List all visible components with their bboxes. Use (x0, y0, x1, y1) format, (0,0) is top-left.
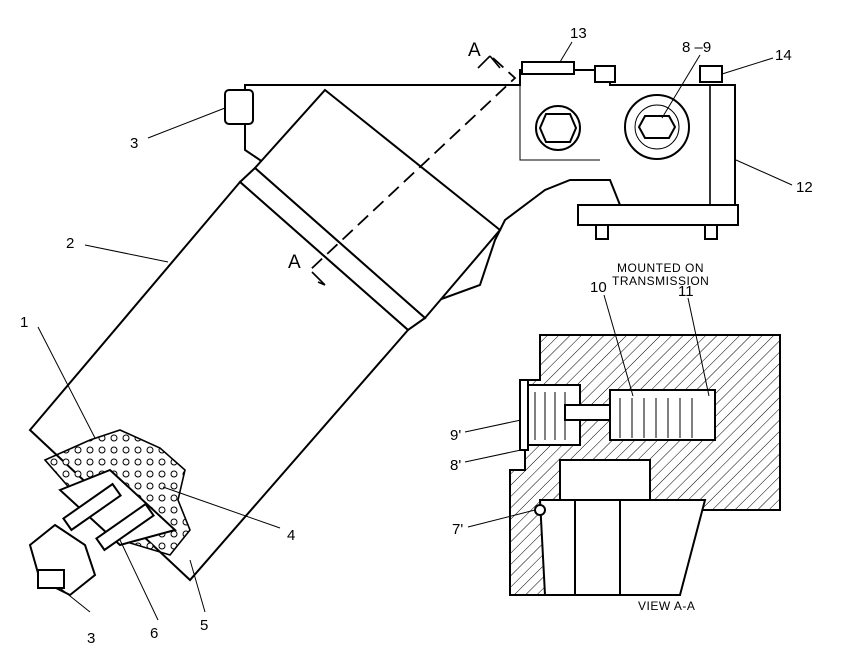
callout-11: 11 (678, 283, 694, 300)
callout-7-prime: 7' (452, 521, 463, 538)
top-bolt (594, 65, 723, 83)
relief-valve-plug (624, 94, 690, 160)
callout-6: 6 (150, 625, 158, 642)
bottom-studs (595, 224, 718, 240)
section-marker-top: A (468, 40, 481, 61)
callout-3-top: 3 (130, 135, 138, 152)
section-marker-bottom: A (288, 252, 301, 273)
section-line-a-a: A A (288, 40, 517, 286)
callout-8-prime: 8' (450, 457, 461, 474)
callout-3-bottom: 3 (87, 630, 95, 647)
callout-1: 1 (20, 314, 28, 331)
filter-element-cutaway (43, 429, 191, 556)
note-mounted-on: MOUNTED ON (617, 261, 704, 275)
callout-8-9: 8 –9 (682, 39, 711, 56)
view-label: VIEW A-A (638, 599, 695, 613)
callout-5: 5 (200, 617, 208, 634)
callout-14: 14 (775, 47, 792, 64)
drain-plug-bottom (28, 523, 97, 597)
callout-10: 10 (590, 279, 607, 296)
section-view (509, 334, 781, 596)
plug-13 (521, 61, 575, 75)
drain-plug-top (224, 89, 254, 125)
note-transmission: TRANSMISSION (612, 274, 709, 288)
callout-12: 12 (796, 179, 813, 196)
callout-9-prime: 9' (450, 427, 461, 444)
leader-lines (37, 41, 793, 621)
callout-4: 4 (287, 527, 295, 544)
bracket-hex-bolt (535, 105, 581, 151)
callout-13: 13 (570, 25, 587, 42)
callout-2: 2 (66, 235, 74, 252)
